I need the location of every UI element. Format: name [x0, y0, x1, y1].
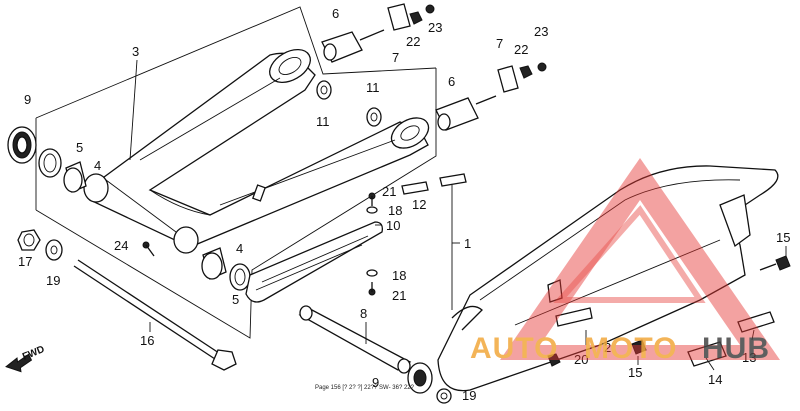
nut-23-lower — [537, 62, 547, 72]
assembly-box-bottom — [35, 68, 437, 339]
callout-15-right: 15 — [776, 230, 790, 245]
callout-3: 3 — [132, 44, 139, 59]
callout-23-lower: 23 — [534, 24, 548, 39]
bolt-24 — [142, 241, 155, 257]
callout-18-upper: 18 — [388, 203, 402, 218]
washer-19-lower — [436, 388, 452, 404]
washer-19-left — [45, 239, 63, 261]
nut-22-upper — [409, 11, 423, 25]
bearing-5-upper — [38, 148, 62, 178]
callout-13: 13 — [742, 350, 756, 365]
callout-11-right: 11 — [366, 80, 380, 95]
callout-21-lower: 21 — [392, 288, 406, 303]
callout-7-upper: 7 — [392, 50, 399, 65]
bearing-4-upper — [63, 161, 87, 193]
pad-14 — [687, 341, 727, 367]
adjuster-block-6-upper — [321, 29, 385, 63]
callout-23-upper: 23 — [428, 20, 442, 35]
callout-10: 10 — [386, 218, 400, 233]
screw-21-lower — [368, 282, 376, 296]
callout-16: 16 — [140, 333, 154, 348]
callout-2: 2 — [604, 340, 611, 355]
nut-22-lower — [519, 65, 533, 79]
assembly-box-top — [35, 6, 437, 119]
fwd-label: FWD — [21, 344, 46, 363]
watermark-text-auto: AUTO — [470, 332, 558, 365]
callout-19-lower: 19 — [462, 388, 476, 403]
swingarm — [83, 48, 430, 254]
adjuster-block-6-lower — [435, 95, 497, 131]
callout-19-left: 19 — [46, 273, 60, 288]
callout-20: 20 — [574, 352, 588, 367]
callout-11-left: 11 — [316, 114, 330, 129]
label-plate-12 — [401, 173, 467, 195]
callout-12: 12 — [412, 197, 426, 212]
callout-22-lower: 22 — [514, 42, 528, 57]
spacer-9-lower — [407, 362, 433, 394]
footnote: Page 156 [? 2? ?] 22?? SW- 36? 22? — [315, 385, 415, 391]
watermark-triangle-icon — [500, 158, 780, 360]
callout-6-lower: 6 — [448, 74, 455, 89]
callout-4-upper: 4 — [94, 158, 101, 173]
nut-20 — [547, 353, 561, 367]
callout-15-lower: 15 — [628, 365, 642, 380]
callout-22-upper: 22 — [406, 34, 420, 49]
callout-8: 8 — [360, 306, 367, 321]
callout-9-lower: 9 — [372, 375, 379, 390]
callout-17: 17 — [18, 254, 32, 269]
nut-23-upper — [425, 4, 435, 14]
seal-2 — [555, 307, 593, 327]
watermark: AUTO MOTO HUB — [470, 158, 780, 365]
callouts: 3 9 5 4 6 7 22 23 11 11 6 7 22 23 21 18 … — [18, 6, 790, 403]
watermark-text-hub: HUB — [702, 332, 770, 365]
fwd-arrow-icon — [5, 353, 33, 373]
callout-9-upper: 9 — [24, 92, 31, 107]
callout-1: 1 — [464, 236, 471, 251]
washer-18-upper — [366, 206, 378, 214]
rear-axle-8 — [298, 305, 412, 374]
pad-13 — [737, 311, 775, 333]
bolt-15-lower — [631, 339, 647, 355]
callout-7-lower: 7 — [496, 36, 503, 51]
leader-lines — [129, 59, 787, 371]
oil-seal-9 — [7, 126, 37, 164]
adjuster-plate-7-upper — [387, 3, 411, 31]
pivot-bolt-16 — [73, 259, 237, 371]
callout-24: 24 — [114, 238, 128, 253]
callout-5-upper: 5 — [76, 140, 83, 155]
bushing-11-right — [366, 107, 382, 127]
screw-21-upper — [368, 192, 376, 206]
callout-5-lower: 5 — [232, 292, 239, 307]
watermark-text-moto: MOTO — [584, 332, 677, 365]
bolt-15-right — [759, 255, 791, 271]
callout-14: 14 — [708, 372, 722, 387]
chain-case-1 — [437, 165, 779, 392]
callout-21-upper: 21 — [382, 184, 396, 199]
chain-slider-10 — [245, 221, 383, 303]
adjuster-plate-7-lower — [497, 65, 519, 93]
callout-4-lower: 4 — [236, 241, 243, 256]
callout-18-lower: 18 — [392, 268, 406, 283]
bearing-4-lower — [201, 247, 227, 280]
bushing-11-left — [316, 80, 332, 100]
callout-6-upper: 6 — [332, 6, 339, 21]
washer-18-lower — [366, 269, 378, 277]
nut-17 — [17, 229, 41, 251]
